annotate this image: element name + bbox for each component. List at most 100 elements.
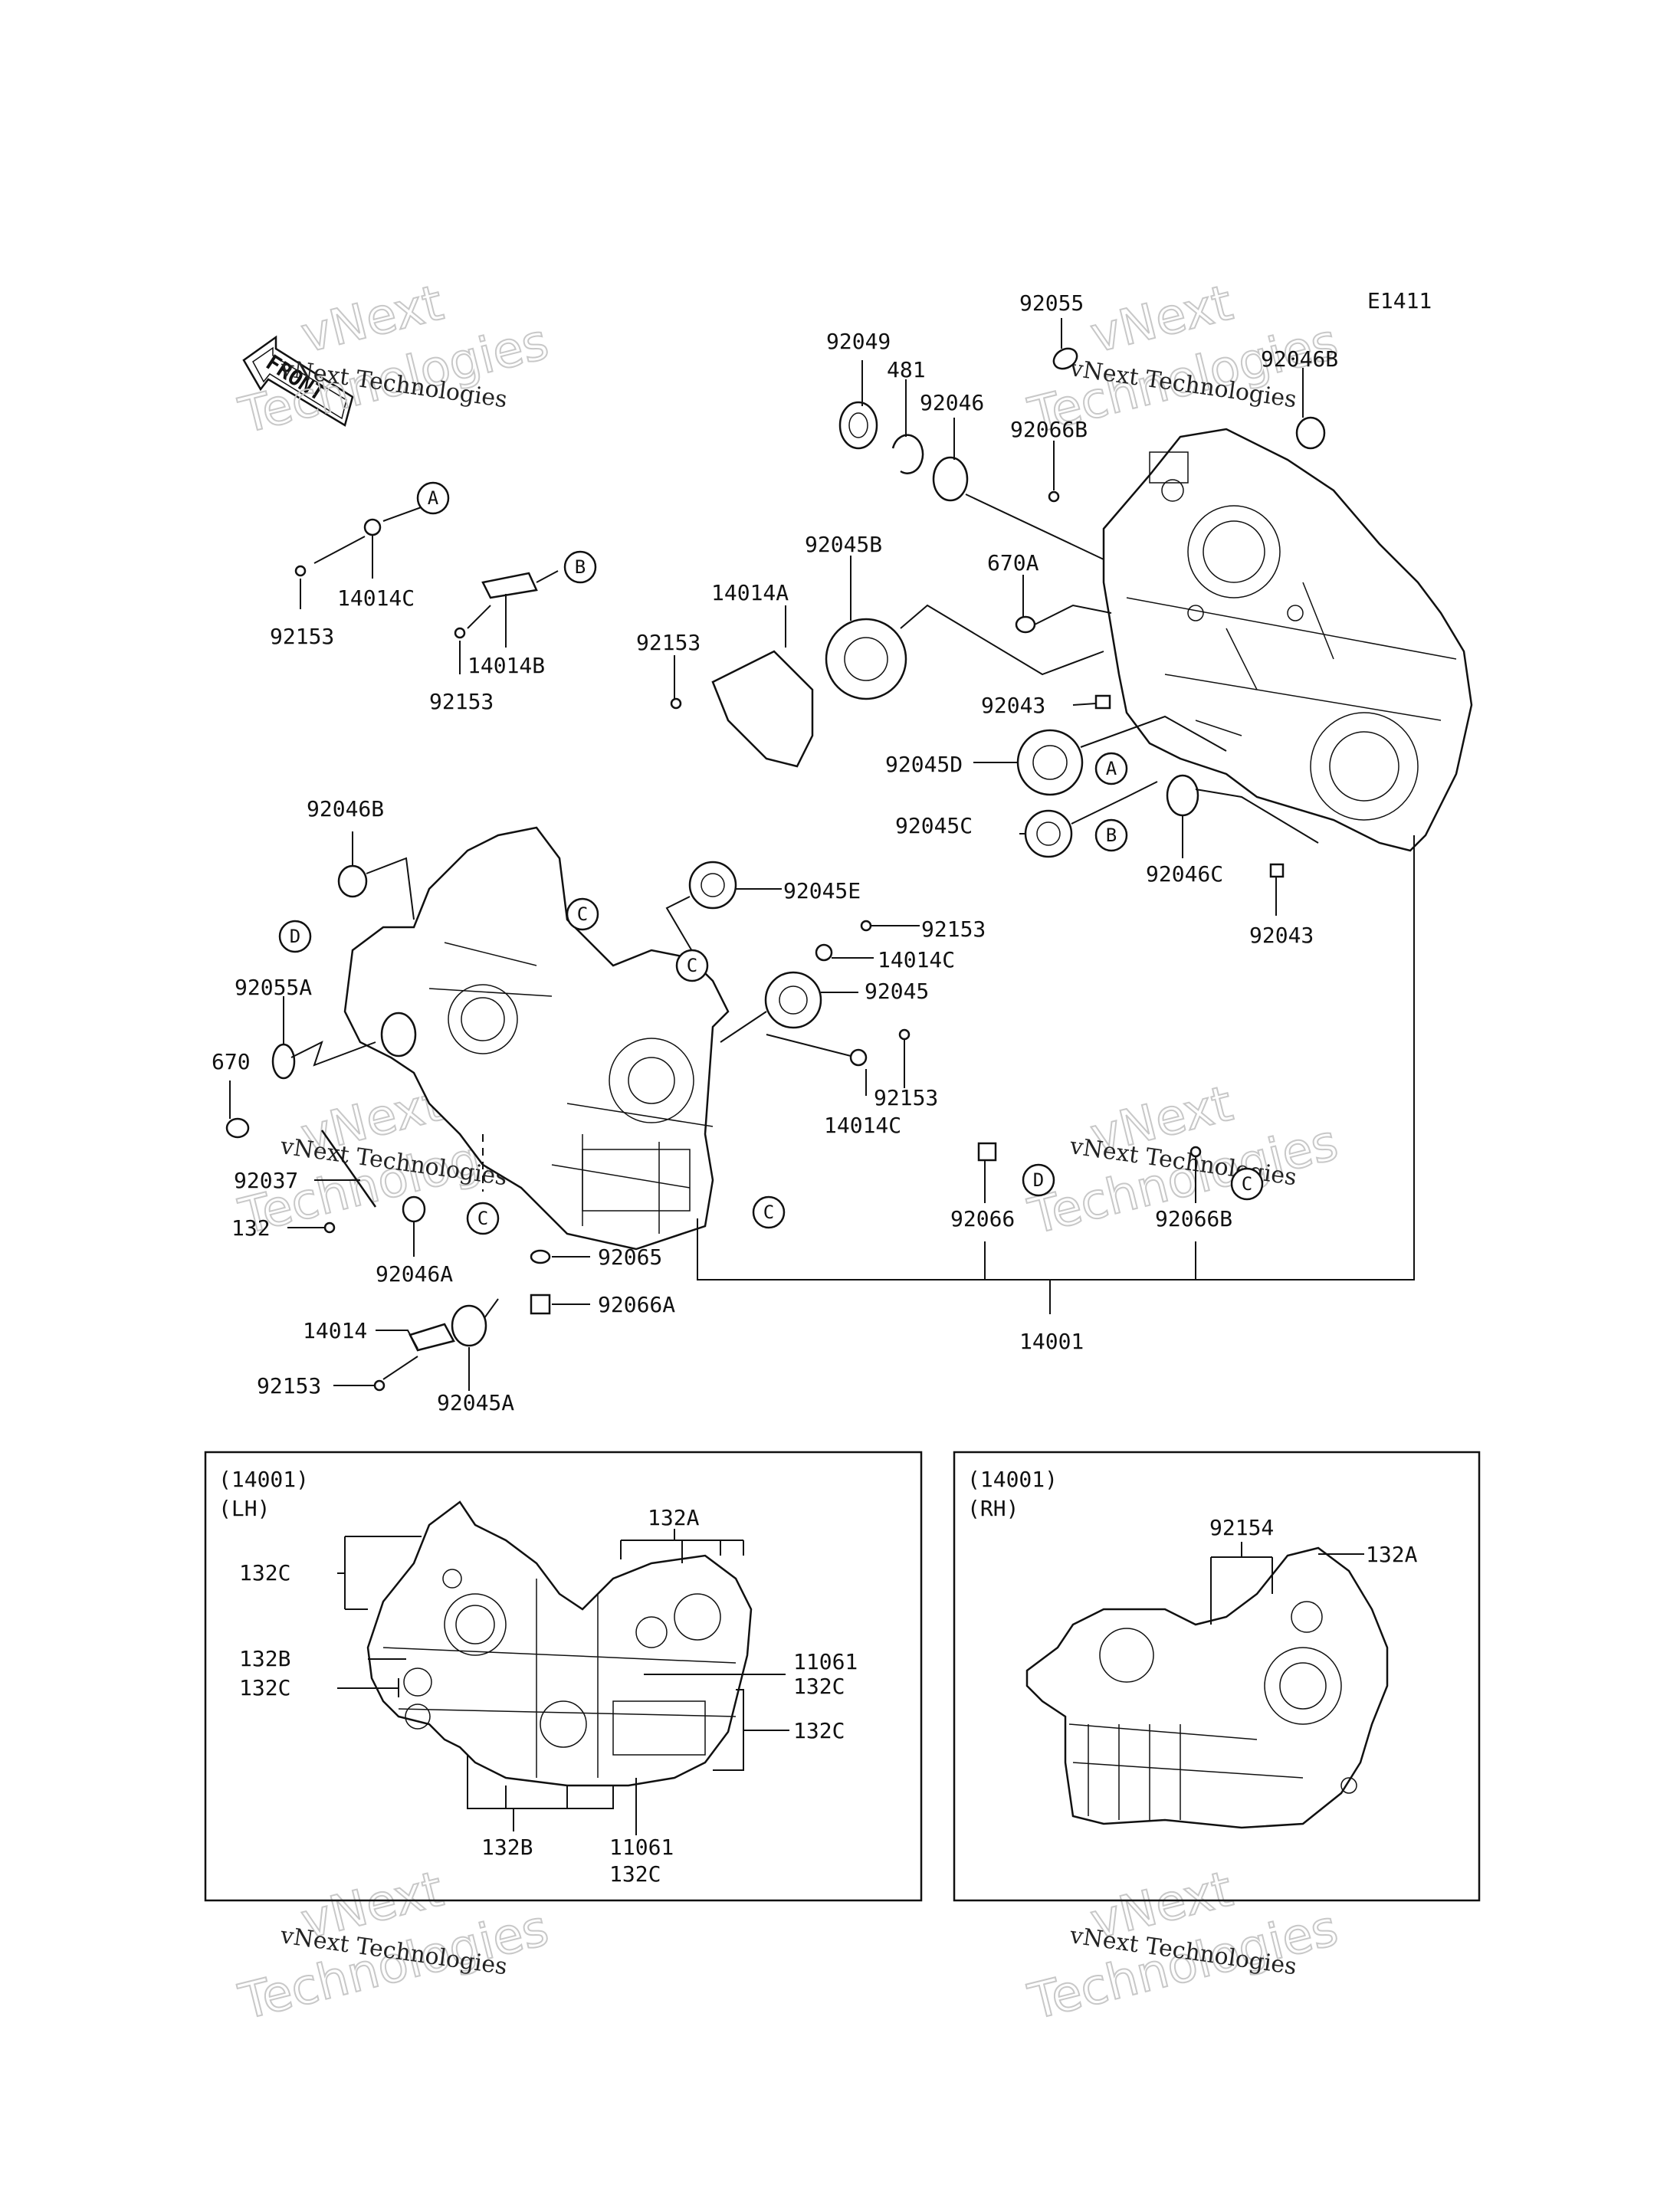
bearing-92046B-left [337, 864, 368, 898]
pin-92043-a [1094, 694, 1111, 710]
leader-lines [229, 318, 1415, 1391]
label-92043-b: 92043 [1249, 923, 1314, 948]
oring-92055A [271, 1043, 296, 1080]
plug-92066A [530, 1294, 551, 1315]
inset-rh-frame [953, 1451, 1481, 1902]
oring-92055 [1052, 347, 1078, 370]
oil-seal-92045A [451, 1304, 487, 1347]
oil-seal-92049 [838, 401, 878, 450]
callout-c-5 [1230, 1167, 1264, 1201]
label-92049: 92049 [826, 329, 891, 354]
inset-lh-header1: (14001) [218, 1467, 309, 1492]
inset-lh: (14001) (LH) 132A 132C 132B 132C 11061 1… [204, 1451, 923, 1902]
label-92066A: 92066A [598, 1292, 675, 1317]
callout-c-3 [466, 1202, 500, 1235]
inset-lh-label-132C-1: 132C [239, 1560, 290, 1585]
crankcase-rh-illustration [1102, 428, 1473, 852]
callout-b-1 [563, 550, 597, 584]
diagram-code: E1411 [1367, 288, 1432, 313]
bolt-92153-e [898, 1028, 911, 1041]
label-92045D: 92045D [885, 752, 963, 777]
bolt-92153-f [373, 1379, 386, 1392]
label-14014C-low: 14014C [824, 1113, 901, 1138]
plate-14014A [711, 650, 814, 768]
inset-lh-label-132B-2: 132B [481, 1835, 533, 1860]
label-670: 670 [212, 1049, 251, 1074]
bearing-92045B [825, 618, 907, 700]
bearing-92046C [1166, 774, 1199, 817]
callout-c-4 [752, 1195, 786, 1229]
label-92043-a: 92043 [981, 693, 1045, 718]
label-92045: 92045 [865, 979, 929, 1004]
inset-rh-header2: (RH) [967, 1496, 1019, 1521]
callout-d-2-label: D [1033, 1169, 1044, 1191]
inset-rh: (14001) (RH) 92154 132A [953, 1451, 1481, 1902]
oring-670 [225, 1117, 250, 1139]
inset-lh-label-132C-2: 132C [239, 1675, 290, 1700]
bearing-92045 [764, 971, 822, 1029]
callout-a-2-label: A [1106, 758, 1117, 779]
callout-d-2 [1022, 1163, 1055, 1197]
label-92046A: 92046A [376, 1261, 453, 1287]
label-14014B: 14014B [468, 653, 545, 678]
callout-c-5-label: C [1242, 1173, 1252, 1195]
plug-92066B [1048, 490, 1060, 503]
inset-rh-label-132A: 132A [1366, 1542, 1418, 1567]
oring-670A [1015, 615, 1036, 634]
bolt-92153-d [860, 920, 872, 932]
label-92055A: 92055A [235, 975, 312, 1000]
inset-lh-label-11061-1: 11061 [793, 1649, 858, 1674]
bolt-92153-a [670, 697, 682, 710]
label-92046C: 92046C [1146, 861, 1223, 887]
washer-92065 [530, 1249, 551, 1264]
label-92153-d: 92153 [921, 917, 986, 942]
crankcase-lh-illustration [343, 826, 730, 1251]
label-92153-f: 92153 [257, 1373, 321, 1399]
pin-92046A [402, 1195, 426, 1223]
label-92045A: 92045A [437, 1390, 514, 1415]
callout-b-2 [1094, 818, 1128, 852]
label-92046: 92046 [920, 390, 984, 415]
label-14014C-top: 14014C [337, 585, 415, 611]
bearing-92045C [1024, 809, 1073, 858]
callout-circles: A B A B C C D C C D C [278, 481, 1264, 1235]
callout-b-2-label: B [1106, 825, 1117, 846]
label-670A: 670A [987, 550, 1039, 575]
callout-c-1 [566, 897, 599, 931]
inset-lh-label-132B-1: 132B [239, 1646, 290, 1671]
circlip-481 [891, 434, 924, 474]
bearing-92045D [1016, 729, 1084, 796]
callout-a-2 [1094, 752, 1128, 785]
inset-lh-label-132C-4: 132C [793, 1718, 845, 1743]
small-parts [225, 347, 1326, 1392]
plate-14014C-top [363, 518, 382, 536]
bolt-92153-c [454, 627, 466, 639]
inset-rh-header1: (14001) [967, 1467, 1058, 1492]
bolt-92153-b [294, 565, 307, 577]
pin-92043-b [1269, 863, 1285, 878]
bearing-92045E [688, 861, 737, 910]
inset-rh-label-92154: 92154 [1209, 1515, 1274, 1540]
callout-d-1 [278, 920, 312, 953]
part-labels: 92055 92049 481 92046 92046B 92066B 670A… [212, 290, 1338, 1415]
callout-c-2-label: C [687, 955, 697, 976]
label-92065: 92065 [598, 1244, 662, 1270]
label-92066B-low: 92066B [1155, 1206, 1232, 1231]
label-132: 132 [231, 1215, 271, 1241]
label-14001: 14001 [1019, 1329, 1084, 1354]
label-92046B-left: 92046B [307, 796, 384, 821]
label-92046B-top: 92046B [1261, 346, 1338, 372]
inset-lh-label-11061-2: 11061 [609, 1835, 674, 1860]
inset-lh-header2: (LH) [218, 1496, 270, 1521]
label-14014C-mid: 14014C [878, 947, 955, 972]
inset-lh-label-132A: 132A [648, 1505, 700, 1530]
callout-c-4-label: C [763, 1202, 774, 1223]
label-92045C: 92045C [895, 813, 973, 838]
plate-14014B [481, 572, 538, 599]
callout-a-1 [416, 481, 450, 515]
plate-14014C-mid [815, 943, 833, 962]
bearing-92046 [932, 456, 969, 502]
inset-lh-label-132C-5: 132C [609, 1861, 661, 1887]
plug-92066B-low [1189, 1146, 1202, 1158]
callout-d-1-label: D [290, 926, 300, 947]
